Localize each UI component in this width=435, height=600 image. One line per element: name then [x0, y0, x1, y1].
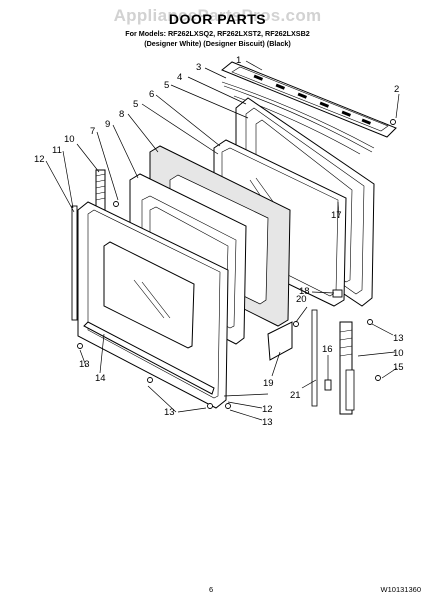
callout-21: 21	[290, 390, 301, 401]
callout-14: 14	[95, 373, 106, 384]
callout-16: 16	[322, 344, 333, 355]
part-side-trim	[71, 205, 78, 321]
part-bottom-trim	[83, 321, 215, 395]
callout-20: 20	[296, 294, 307, 305]
callout-11: 11	[52, 145, 62, 156]
callout-13-bottom-right: 13	[262, 417, 273, 428]
callout-labels: 1 2 3 4 5 6 5 8 9 7 10 11 12 17 18 20 21…	[34, 55, 404, 428]
models-line: For Models: RF262LXSQ2, RF262LXST2, RF26…	[125, 29, 310, 38]
callout-3: 3	[196, 62, 201, 73]
watermark: AppliancePartsPros.com	[113, 6, 322, 25]
part-vent-trim	[221, 61, 397, 138]
screws	[77, 119, 396, 409]
callout-13-right: 13	[393, 333, 404, 344]
callout-1: 1	[236, 55, 241, 66]
callout-5-upper: 5	[164, 80, 169, 91]
part-hinge-right	[339, 321, 355, 415]
callout-17: 17	[331, 210, 342, 221]
callout-12-right: 12	[262, 404, 273, 415]
callout-12-left: 12	[34, 154, 45, 165]
callout-5-lower: 5	[133, 99, 138, 110]
page-number: 6	[209, 585, 214, 594]
callout-13-left: 13	[79, 359, 90, 370]
callout-4: 4	[177, 72, 182, 83]
callout-13-bottom: 13	[164, 407, 175, 418]
page-title: DOOR PARTS	[168, 11, 267, 27]
callout-6: 6	[149, 89, 154, 100]
callout-10-right: 10	[393, 348, 404, 359]
model-list: For Models: RF262LXSQ2, RF262LXST2, RF26…	[0, 29, 435, 48]
callout-2: 2	[394, 84, 399, 95]
callout-19: 19	[263, 378, 274, 389]
part-bracket	[267, 321, 293, 361]
part-rod	[311, 309, 318, 407]
callout-15: 15	[393, 362, 404, 373]
part-outer-door	[77, 201, 229, 409]
callout-9: 9	[105, 119, 110, 130]
callout-10-left: 10	[64, 134, 75, 145]
callout-18: 18	[299, 286, 310, 297]
finish-line: (Designer White) (Designer Biscuit) (Bla…	[144, 38, 291, 48]
callout-8: 8	[119, 109, 124, 120]
callout-7: 7	[90, 126, 95, 137]
document-id: W10131360	[380, 585, 421, 594]
leader-lines	[45, 60, 400, 421]
